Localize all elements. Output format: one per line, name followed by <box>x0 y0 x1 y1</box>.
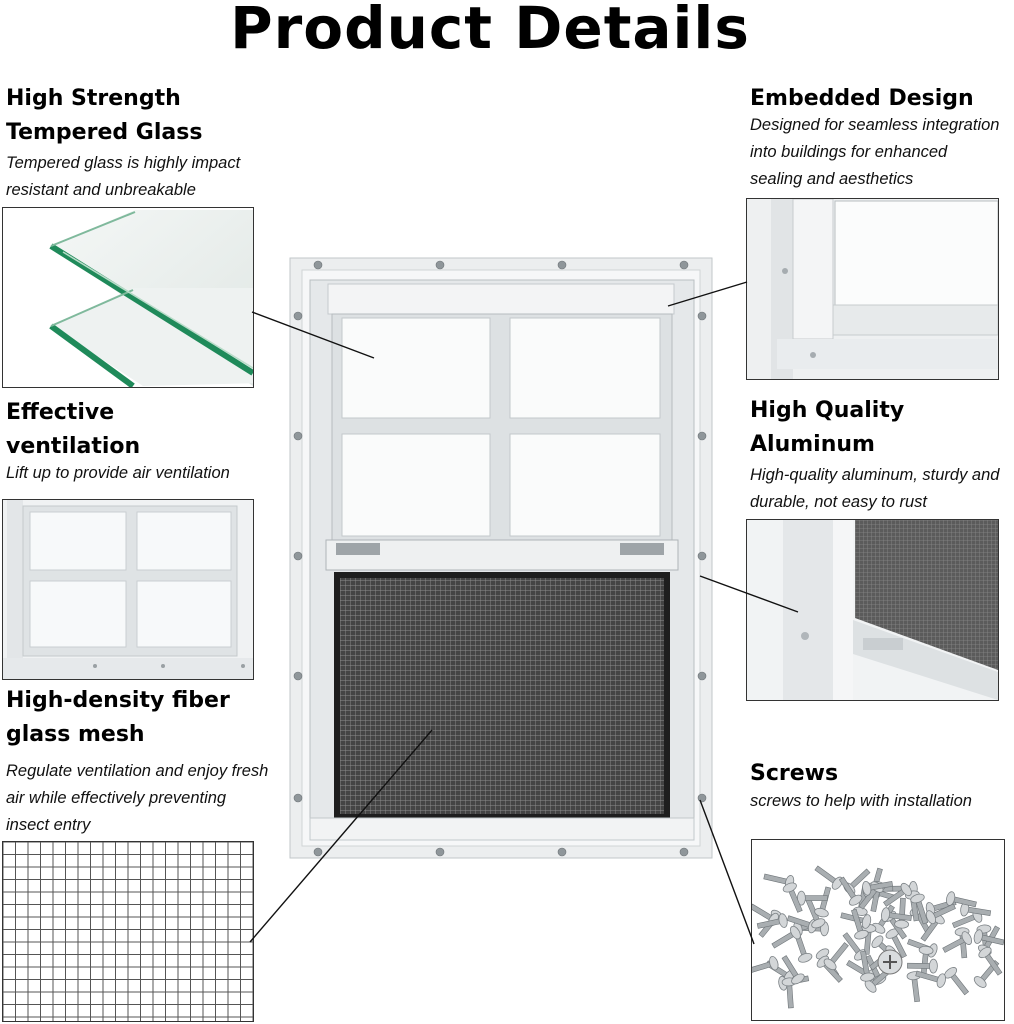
embedded-desc-line2: into buildings for enhanced <box>750 143 948 161</box>
ventilation-image <box>2 499 254 680</box>
aluminum-heading-line2: Aluminum <box>750 432 875 457</box>
mesh-desc-line3: insect entry <box>6 816 91 834</box>
aluminum-heading-line1: High Quality <box>750 398 905 423</box>
glass-heading-line2: Tempered Glass <box>6 120 203 145</box>
mesh-desc-line1: Regulate ventilation and enjoy fresh <box>6 762 269 780</box>
ventilation-heading-line2: ventilation <box>6 434 141 459</box>
aluminum-desc-line1: High-quality aluminum, sturdy and <box>750 466 1000 484</box>
embedded-desc-line3: sealing and aesthetics <box>750 170 914 188</box>
mesh-desc-line2: air while effectively preventing <box>6 789 227 807</box>
screws-image <box>751 839 1005 1021</box>
aluminum-desc-line2: durable, not easy to rust <box>750 493 928 511</box>
tempered-glass-image <box>2 207 254 388</box>
aluminum-image <box>746 519 999 701</box>
glass-desc-line2: resistant and unbreakable <box>6 181 196 199</box>
embedded-heading: Embedded Design <box>750 86 974 111</box>
embedded-desc-line1: Designed for seamless integration <box>750 116 1000 134</box>
glass-desc-line1: Tempered glass is highly impact <box>6 154 241 172</box>
screws-desc-line1: screws to help with installation <box>750 792 972 810</box>
mesh-grid-image <box>2 841 254 1022</box>
ventilation-desc-line1: Lift up to provide air ventilation <box>6 464 230 482</box>
embedded-design-image <box>746 198 999 380</box>
mesh-heading-line2: glass mesh <box>6 722 145 747</box>
glass-heading-line1: High Strength <box>6 86 181 111</box>
mesh-heading-line1: High-density fiber <box>6 688 230 713</box>
ventilation-heading-line1: Effective <box>6 400 115 425</box>
screws-heading: Screws <box>750 761 839 786</box>
page-title: Product Details <box>230 0 750 62</box>
